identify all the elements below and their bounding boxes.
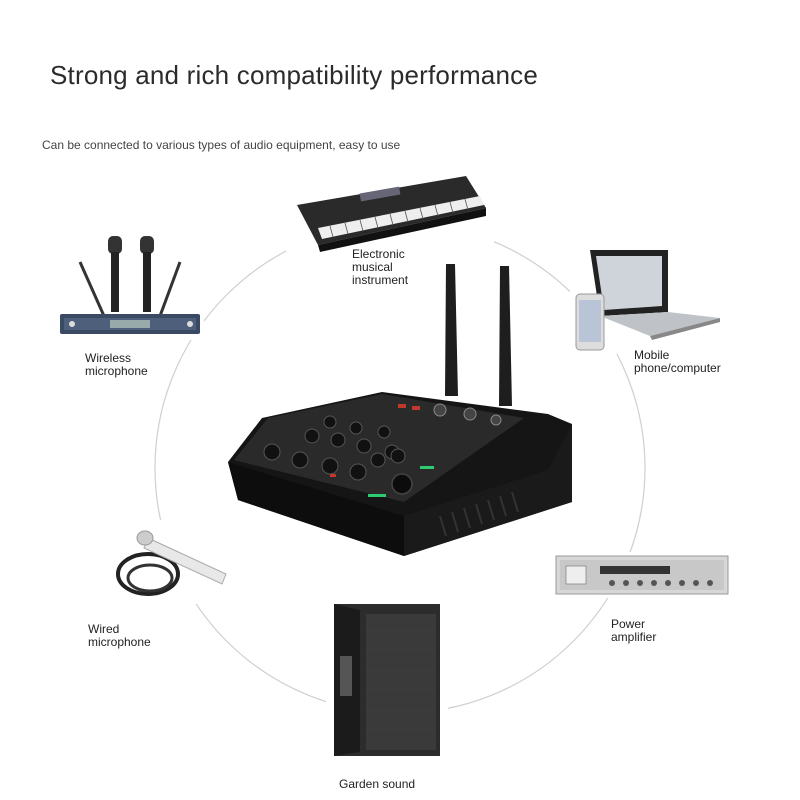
device-label-wireless-mic: Wireless microphone [85,351,148,378]
device-label-laptop: Mobile phone/computer [634,348,721,375]
device-label-keyboard: Electronic musical instrument [352,247,409,287]
keyboard-icon [286,176,494,260]
page-subtitle: Can be connected to various types of aud… [42,138,401,152]
device-label-wired-mic: Wired microphone [88,622,151,649]
page-title: Strong and rich compatibility performanc… [50,60,538,90]
amplifier-icon [552,552,732,598]
wireless-microphone-icon [54,228,204,340]
audio-mixer-icon [228,264,572,556]
device-label-speaker: Garden sound [339,777,416,791]
laptop-phone-icon [570,244,728,354]
device-label-amplifier: Power amplifier [611,617,657,644]
wired-microphone-icon [112,520,234,604]
speaker-icon [326,598,448,762]
